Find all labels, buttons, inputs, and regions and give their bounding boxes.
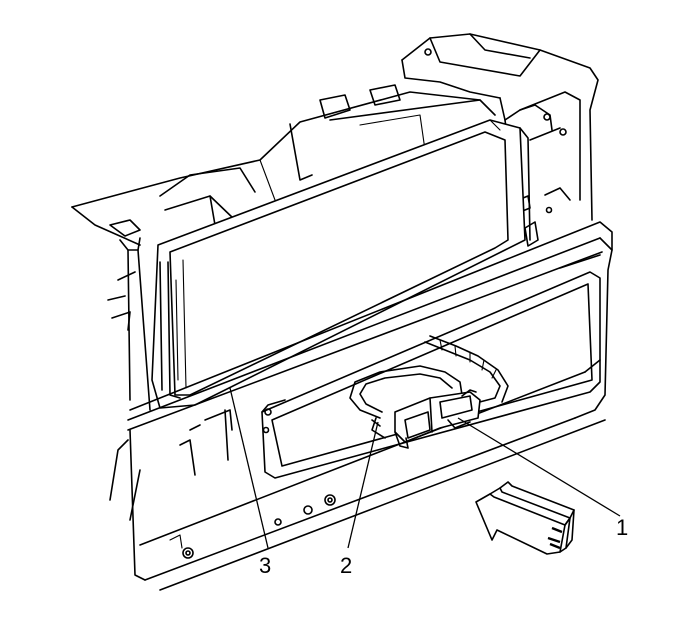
callout-label-1: 1 <box>616 515 628 540</box>
instrument-panel-top <box>71 84 496 411</box>
airbag-module <box>151 119 531 409</box>
glove-box-frame <box>261 271 601 479</box>
callout-line-3 <box>229 387 269 549</box>
callout-line-1 <box>457 417 621 517</box>
airbag-connector <box>394 389 481 449</box>
callout-line-2 <box>347 421 379 549</box>
callout-lines <box>229 387 621 549</box>
view-direction-arrow <box>475 481 575 555</box>
callout-label-2: 2 <box>340 553 352 578</box>
callout-label-3: 3 <box>259 553 271 578</box>
lower-panel <box>109 221 613 591</box>
wiring-harness <box>349 335 509 439</box>
fasteners <box>182 494 336 559</box>
